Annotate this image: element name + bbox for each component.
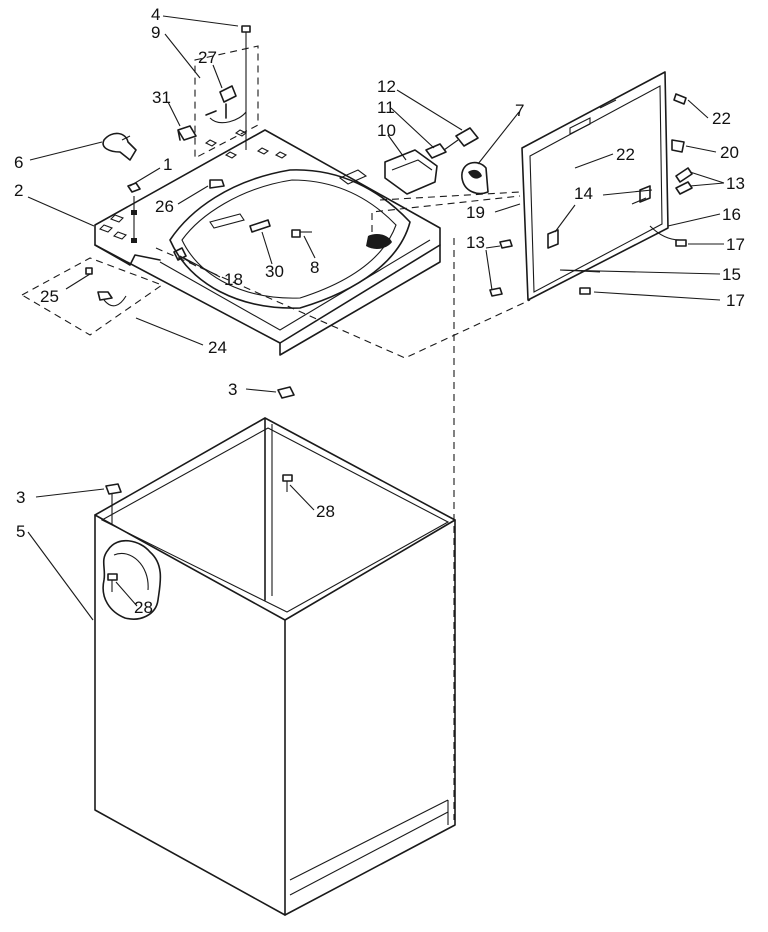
callout-labels: 4 9 27 31 6 1 2 26 25 24 18 30 8 12 11 1… <box>14 5 745 617</box>
callout-8: 8 <box>310 258 319 277</box>
callout-11: 11 <box>377 98 395 117</box>
callout-30: 30 <box>265 262 284 281</box>
lid-switch-10 <box>384 149 438 195</box>
screw-28b <box>107 573 118 592</box>
callout-22-top: 22 <box>712 109 731 128</box>
callout-10: 10 <box>377 121 396 140</box>
switch-11 <box>425 143 447 159</box>
lid-switch-group <box>20 257 164 336</box>
bracket-31 <box>177 125 197 141</box>
callout-19: 19 <box>466 203 485 222</box>
callout-28-front: 28 <box>134 598 153 617</box>
callout-2: 2 <box>14 181 23 200</box>
callout-17-top: 17 <box>726 235 745 254</box>
callout-3-back: 3 <box>228 380 237 399</box>
switch-12 <box>443 127 479 151</box>
callout-16: 16 <box>722 205 741 224</box>
corner-clip-3b <box>105 483 122 525</box>
callout-28-back: 28 <box>316 502 335 521</box>
callout-5: 5 <box>16 522 25 541</box>
screw-8 <box>291 229 312 238</box>
leader-lines <box>27 15 725 621</box>
callout-14: 14 <box>574 184 593 203</box>
callout-17-bottom: 17 <box>726 291 745 310</box>
screw-28a <box>282 474 293 492</box>
callout-13-right: 13 <box>726 174 745 193</box>
callout-13-left: 13 <box>466 233 485 252</box>
bumper-7 <box>461 161 489 195</box>
callout-24: 24 <box>208 338 227 357</box>
callout-12: 12 <box>377 77 396 96</box>
callout-26: 26 <box>155 197 174 216</box>
callout-6: 6 <box>14 153 23 172</box>
strike-30 <box>249 219 271 233</box>
callout-7: 7 <box>515 101 524 120</box>
clip-1 <box>127 182 141 243</box>
switch-bracket-group <box>194 25 259 159</box>
callout-20: 20 <box>720 143 739 162</box>
assembly-lines <box>155 191 531 820</box>
hinge-6 <box>102 132 137 161</box>
callout-3-front: 3 <box>16 488 25 507</box>
callout-27: 27 <box>198 48 217 67</box>
callout-9: 9 <box>151 23 160 42</box>
callout-4: 4 <box>151 5 160 24</box>
callout-22-mid: 22 <box>616 145 635 164</box>
callout-31: 31 <box>152 88 171 107</box>
grommet-26 <box>209 179 225 189</box>
callout-25: 25 <box>40 287 59 306</box>
top-panel <box>94 129 441 356</box>
corner-clip-3a <box>277 386 295 399</box>
cabinet <box>94 417 456 916</box>
callout-15: 15 <box>722 265 741 284</box>
callout-1: 1 <box>163 155 172 174</box>
callout-18: 18 <box>224 270 243 289</box>
